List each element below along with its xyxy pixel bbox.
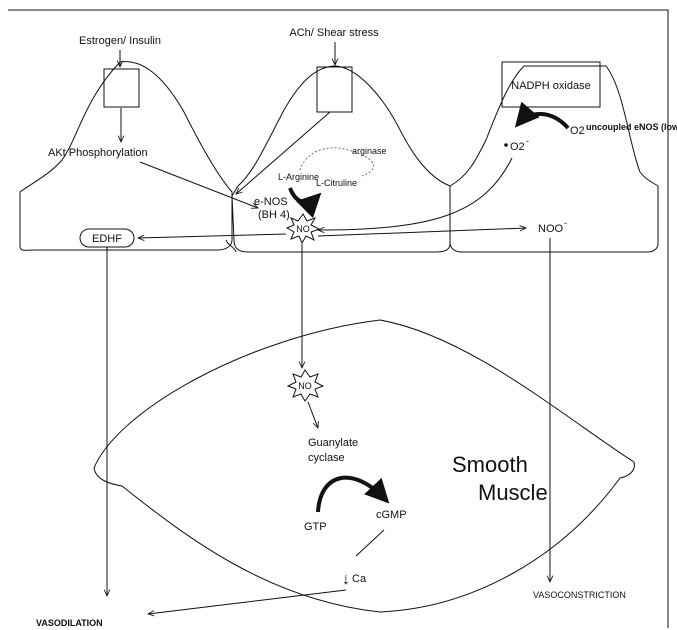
arrow-akt-to-enos [139,161,258,208]
label-akt-phosphorylation: AKt Phosphorylation [48,147,148,159]
arrow-no-to-guanylate [307,401,318,428]
label-arginase: arginase [352,146,387,156]
no-starburst-smooth-muscle [286,369,325,402]
label-guanylate-cyclase-line1: Guanylate [308,437,358,449]
label-uncoupled-enos: uncoupled eNOS (low BH4) [586,122,677,132]
label-cgmp: cGMP [376,509,407,521]
line-cgmp-to-ca [355,529,385,557]
arrow-ach-receptor-to-enos [236,111,331,194]
label-vasodilation: VASODILATION [36,618,103,628]
label-guanylate-cyclase-line2: cyclase [308,452,345,464]
label-bh4: (BH 4) [258,209,290,221]
label-superoxide-charge: - [526,136,529,146]
label-no-endothelial: NO [296,224,310,234]
nadph-oxidase-box [501,61,601,108]
label-smooth-muscle-line1: Smooth [452,452,528,477]
endothelial-cell-middle [231,65,451,253]
label-edhf: EDHF [92,233,122,245]
arrow-to-edhf [138,233,287,238]
label-ach-shear-stress: ACh/ Shear stress [289,27,379,39]
superoxide-radical-dot [504,143,508,147]
cell-junction [225,239,237,253]
arrow-ca-to-vasodilation [148,589,347,614]
label-vasoconstriction: VASOCONSTRICTION [533,590,626,600]
label-l-citruline: L-Citruline [316,178,357,188]
label-nadph-oxidase: NADPH oxidase [511,80,590,92]
arginase-dotted-loop [299,147,374,177]
thick-curved-arrow-gtp-cgmp [316,475,390,513]
label-superoxide: O2 [510,141,525,153]
label-o2: O2 [570,125,585,137]
label-l-arginine: L-Arginine [278,172,319,182]
label-no-smooth-muscle: NO [298,381,312,391]
endothelial-cell-right [449,65,659,253]
label-smooth-muscle-line2: Muscle [478,480,548,505]
label-ca-down-arrow: ↓ [342,571,350,588]
no-starburst-endothelial [285,213,321,245]
receptor-box-estrogen [103,68,140,108]
label-ca: Ca [352,573,367,585]
receptor-box-ach [316,66,353,113]
endothelial-cell-left [19,61,233,251]
thick-curved-arrow-arginine [288,187,322,219]
label-gtp: GTP [304,521,327,533]
label-enos: e-NOS [254,196,288,208]
label-noo: NOO [538,223,564,235]
label-noo-charge: - [564,218,567,228]
figure-border [8,9,669,628]
label-estrogen-insulin: Estrogen/ Insulin [79,35,161,47]
arrow-superoxide-to-no [318,157,513,230]
thick-curved-arrow-superoxide [514,101,570,130]
arrow-no-to-noo [317,228,526,237]
smooth-muscle-cell [93,319,635,613]
